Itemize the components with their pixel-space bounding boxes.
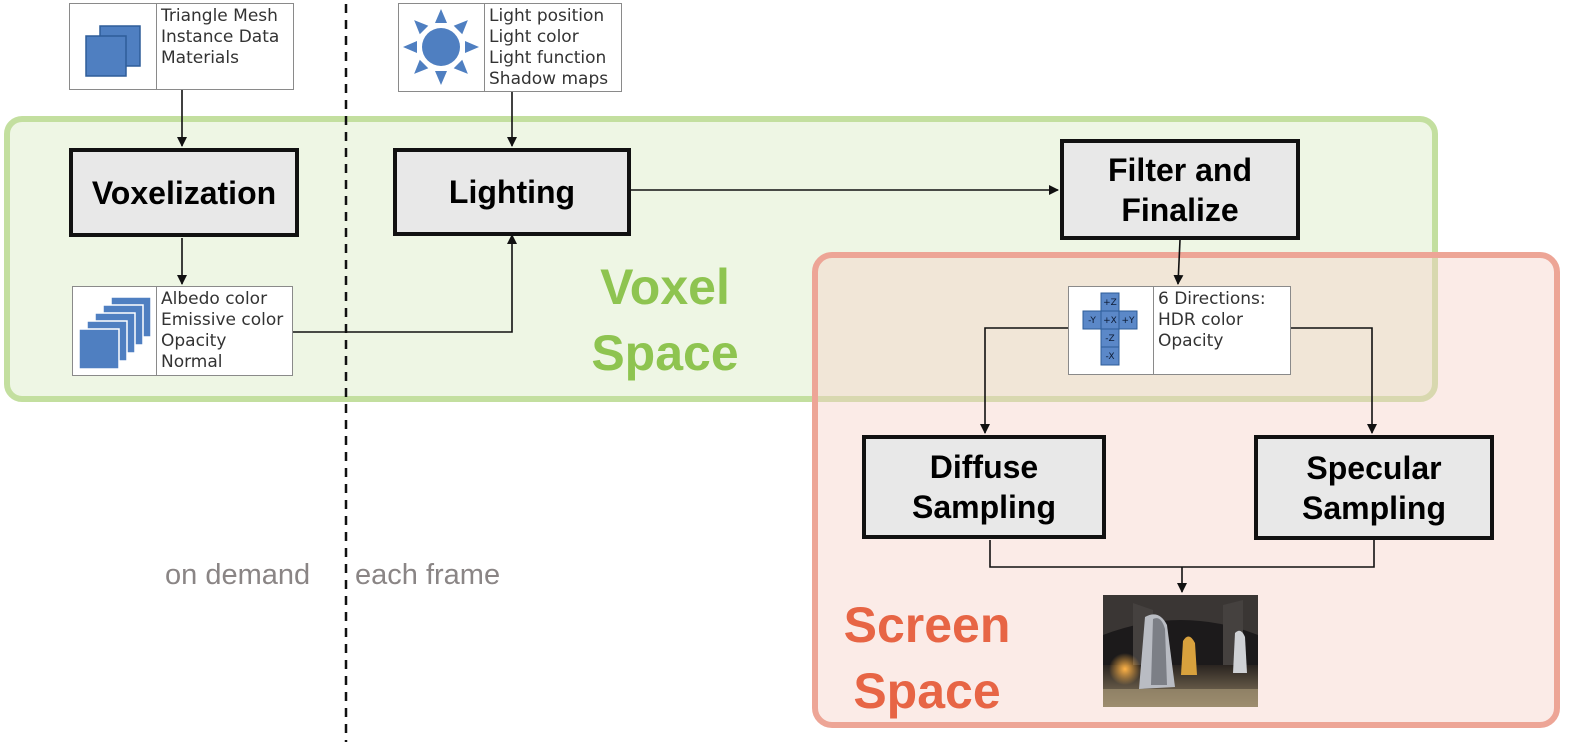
- card-line: Materials: [161, 48, 239, 68]
- cube-face-center: +X: [1103, 316, 1117, 326]
- sun-icon: [399, 4, 485, 91]
- card-line: Albedo color: [161, 289, 268, 309]
- card-line: Normal: [161, 352, 223, 372]
- light-input-list: Light position Light color Light functio…: [485, 4, 612, 91]
- voxel-data-card: Albedo color Emissive color Opacity Norm…: [72, 286, 293, 376]
- card-line: Instance Data: [161, 27, 280, 47]
- voxelization-label: Voxelization: [91, 174, 277, 211]
- cube-face-back: -X: [1106, 352, 1115, 362]
- voxelization-box: Voxelization: [69, 148, 299, 237]
- each-frame-label: each frame: [355, 559, 501, 591]
- cube-face-right: +Y: [1121, 316, 1135, 326]
- card-line: Light position: [489, 6, 605, 26]
- filter-finalize-box: Filter and Finalize: [1060, 139, 1300, 240]
- specular-label-line1: Specular: [1306, 449, 1442, 486]
- cube-face-left: -Y: [1088, 316, 1096, 326]
- specular-label-line2: Sampling: [1301, 489, 1446, 526]
- filter-label-line2: Finalize: [1121, 191, 1239, 228]
- cube-face-bottom: -Z: [1105, 334, 1114, 344]
- card-line: 6 Directions:: [1158, 289, 1266, 309]
- specular-sampling-box: Specular Sampling: [1254, 435, 1494, 540]
- voxel-space-title: Voxel Space: [560, 254, 770, 386]
- card-line: Opacity: [161, 331, 227, 351]
- directions-card: +Z -Y +X +Y -Z -X 6 Directions: HDR colo…: [1068, 286, 1291, 375]
- card-line: Triangle Mesh: [161, 6, 278, 26]
- card-line: HDR color: [1158, 310, 1243, 330]
- cube-face-top: +Z: [1103, 298, 1117, 308]
- voxel-title-line2: Space: [591, 325, 739, 381]
- diffuse-sampling-box: Diffuse Sampling: [862, 435, 1106, 539]
- merge-line: [989, 540, 1375, 568]
- card-line: Opacity: [1158, 331, 1224, 351]
- on-demand-label: on demand: [165, 559, 311, 591]
- diffuse-label-line1: Diffuse: [929, 449, 1039, 485]
- mesh-input-list: Triangle Mesh Instance Data Materials: [157, 4, 283, 89]
- voxel-title-line1: Voxel: [600, 259, 730, 315]
- cube-net-icon: +Z -Y +X +Y -Z -X: [1069, 287, 1154, 374]
- card-line: Emissive color: [161, 310, 284, 330]
- arrow-data-to-lighting: [293, 234, 517, 333]
- card-line: Light color: [489, 27, 579, 47]
- lighting-box: Lighting: [393, 148, 631, 236]
- card-line: Shadow maps: [489, 69, 609, 89]
- arrow-directions-to-diffuse: [980, 327, 1068, 434]
- rendered-scene-image: [1103, 595, 1258, 707]
- diffuse-label-line2: Sampling: [911, 489, 1056, 525]
- arrow-directions-to-specular: [1290, 327, 1377, 434]
- light-input-card: Light position Light color Light functio…: [398, 3, 622, 92]
- screen-title-line2: Space: [853, 663, 1001, 719]
- arrow-filter-to-directions: [1173, 239, 1184, 285]
- screen-space-title: Screen Space: [820, 592, 1034, 724]
- screen-title-line1: Screen: [843, 597, 1011, 653]
- card-line: Light function: [489, 48, 607, 68]
- directions-list: 6 Directions: HDR color Opacity: [1154, 287, 1270, 374]
- layered-squares-icon: [73, 287, 157, 375]
- filter-label-line1: Filter and: [1107, 151, 1252, 188]
- mesh-input-card: Triangle Mesh Instance Data Materials: [69, 3, 294, 90]
- stacked-squares-icon: [70, 4, 157, 89]
- voxel-data-list: Albedo color Emissive color Opacity Norm…: [157, 287, 287, 375]
- lighting-label: Lighting: [448, 174, 576, 210]
